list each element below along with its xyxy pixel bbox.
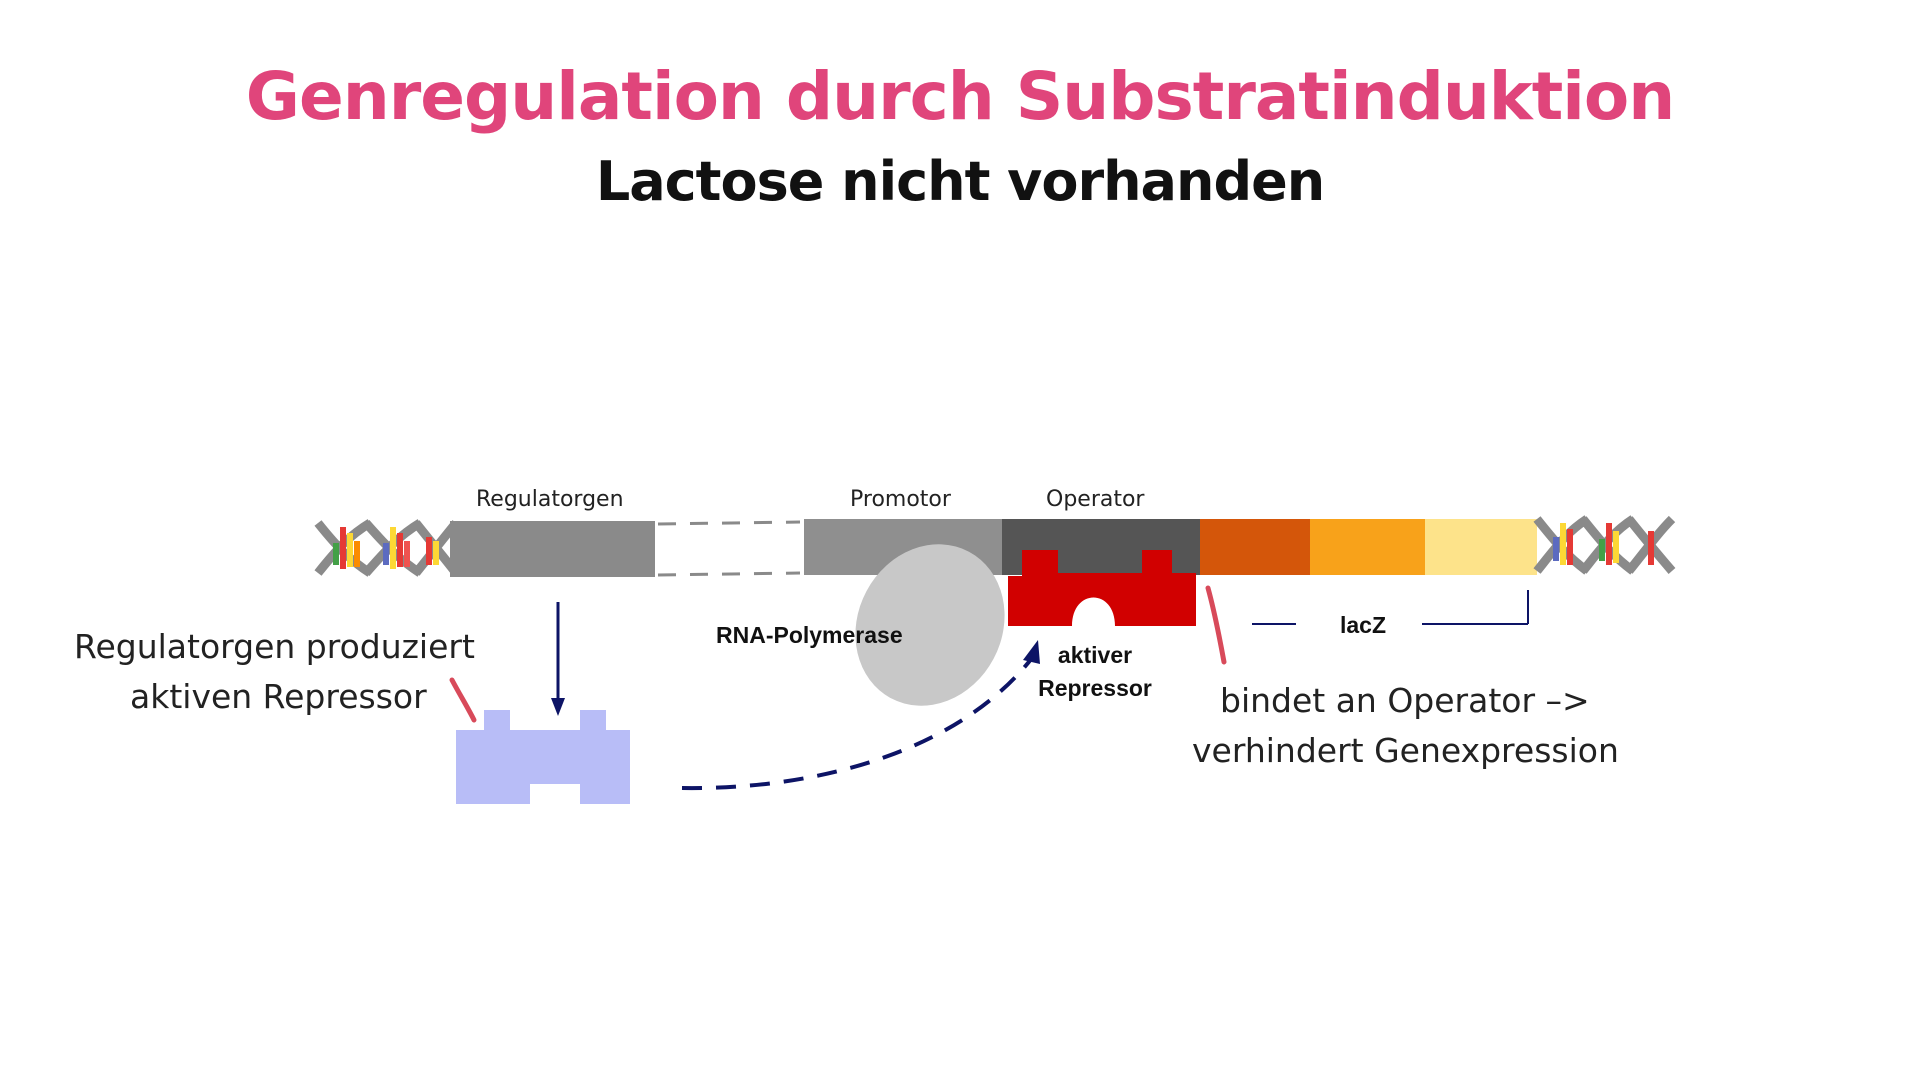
label-operator: Operator (1046, 487, 1144, 512)
lacz-bracket (1252, 590, 1528, 624)
gene-segment-3 (1425, 519, 1537, 575)
note-right-line1: bindet an Operator –> (1220, 676, 1590, 726)
dna-gap-bottom (658, 573, 800, 575)
dna-helix-left-icon (318, 523, 456, 573)
label-repressor-line1: aktiver (1030, 642, 1160, 669)
note-left-line1: Regulatorgen produziert (74, 622, 475, 672)
gene-segment-1 (1200, 519, 1310, 575)
note-left-line2: aktiven Repressor (130, 672, 427, 722)
label-lacz: lacZ (1340, 612, 1386, 639)
label-repressor-line2: Repressor (1030, 675, 1160, 702)
regulatorgen-segment (450, 521, 655, 577)
note-right-line2: verhindert Genexpression (1192, 726, 1619, 776)
label-rna-polymerase: RNA-Polymerase (716, 622, 903, 649)
repressor-produced-shape (456, 710, 630, 804)
pen-mark-right (1208, 588, 1224, 662)
dna-gap-top (658, 522, 800, 524)
label-regulatorgen: Regulatorgen (476, 487, 624, 512)
gene-segment-2 (1310, 519, 1425, 575)
dna-helix-right-icon (1537, 519, 1672, 571)
down-arrow-icon (551, 602, 565, 716)
label-promotor: Promotor (850, 487, 951, 512)
pen-mark-left (452, 680, 474, 720)
